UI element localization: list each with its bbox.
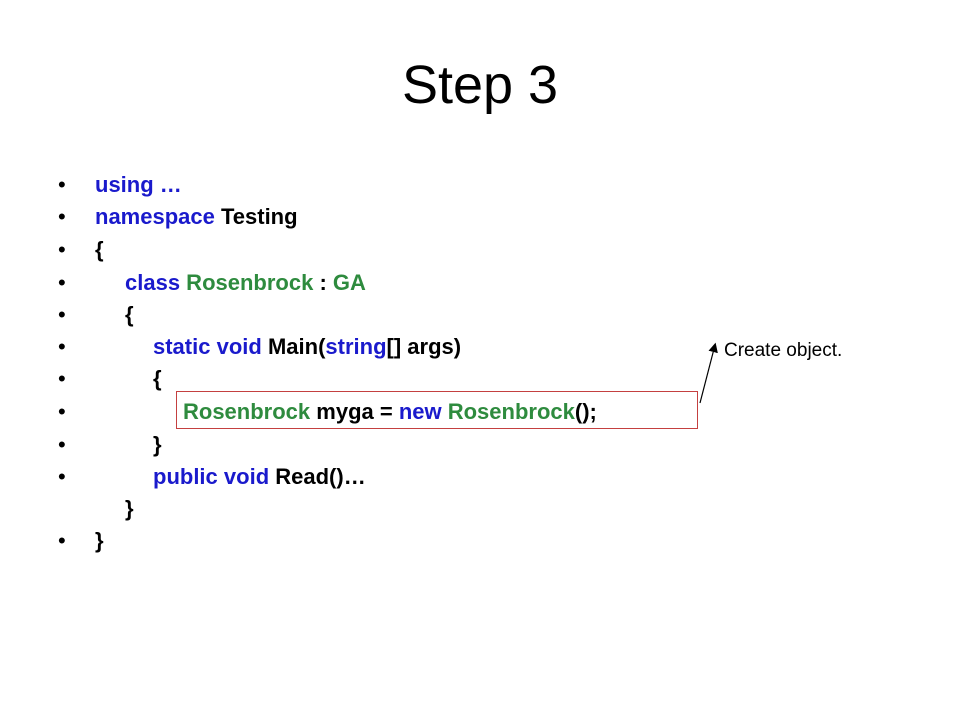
code-token: : xyxy=(313,270,333,295)
code-token: } xyxy=(125,496,134,521)
code-line: •} xyxy=(0,430,720,460)
code-keyword: static xyxy=(153,334,211,359)
code-token: myga = xyxy=(310,399,399,424)
bullet-marker: • xyxy=(58,528,66,553)
highlight-box xyxy=(176,391,698,429)
code-keyword: class xyxy=(125,270,181,295)
code-token: Main( xyxy=(261,334,326,359)
bullet-marker: • xyxy=(58,366,66,391)
bullet-marker: • xyxy=(58,334,66,359)
code-line: • class Rosenbrock : GA xyxy=(0,268,720,298)
code-token: { xyxy=(125,302,134,327)
code-keyword: new xyxy=(398,399,442,424)
code-type-name: Rosenbrock xyxy=(180,270,314,295)
code-keyword: string xyxy=(325,334,387,359)
bullet-marker: • xyxy=(58,302,66,327)
annotation-label: Create object. xyxy=(724,340,843,361)
code-text: namespace Testing xyxy=(95,202,298,232)
code-token: } xyxy=(95,528,104,553)
code-keyword: public xyxy=(153,464,218,489)
bullet-marker: • xyxy=(58,270,66,295)
code-token: } xyxy=(153,432,162,457)
code-token: { xyxy=(153,366,162,391)
bullet-marker: • xyxy=(58,204,66,229)
code-type-name: Rosenbrock xyxy=(447,399,575,424)
code-token: Testing xyxy=(214,204,298,229)
code-text: } xyxy=(125,494,134,524)
code-line: • using … xyxy=(0,170,720,200)
code-line: •} xyxy=(0,526,720,556)
bullet-marker: • xyxy=(58,432,66,457)
code-keyword: void xyxy=(216,334,262,359)
code-line: •Rosenbrock myga = new Rosenbrock(); xyxy=(0,397,720,427)
slide-title: Step 3 xyxy=(401,55,559,115)
code-keyword: using … xyxy=(95,172,182,197)
bullet-marker: • xyxy=(58,464,66,489)
code-line: } xyxy=(0,494,720,524)
code-text: public void Read()… xyxy=(153,462,366,492)
code-type-name: Rosenbrock xyxy=(183,399,311,424)
code-token: [] args) xyxy=(386,334,462,359)
code-type-name: GA xyxy=(332,270,366,295)
code-token: (); xyxy=(574,399,597,424)
code-text: { xyxy=(125,300,134,330)
code-line: • namespace Testing xyxy=(0,202,720,232)
code-text: } xyxy=(153,430,162,460)
code-line: • static void Main(string[] args) xyxy=(0,332,720,362)
code-line: • public void Read()… xyxy=(0,462,720,492)
code-keyword: void xyxy=(223,464,270,489)
code-text: static void Main(string[] args) xyxy=(153,332,461,362)
bullet-marker: • xyxy=(58,399,66,424)
code-text: { xyxy=(95,235,104,265)
bullet-marker: • xyxy=(58,172,66,197)
code-token: Read()… xyxy=(269,464,366,489)
code-keyword: namespace xyxy=(95,204,215,229)
bullet-marker: • xyxy=(58,237,66,262)
code-text: class Rosenbrock : GA xyxy=(125,268,366,298)
code-text: using … xyxy=(95,170,182,200)
code-token: { xyxy=(95,237,104,262)
code-line: •{ xyxy=(0,364,720,394)
code-text: { xyxy=(153,364,162,394)
code-text: Rosenbrock myga = new Rosenbrock(); xyxy=(183,397,597,427)
code-line: •{ xyxy=(0,300,720,330)
code-text: } xyxy=(95,526,104,556)
code-line: •{ xyxy=(0,235,720,265)
